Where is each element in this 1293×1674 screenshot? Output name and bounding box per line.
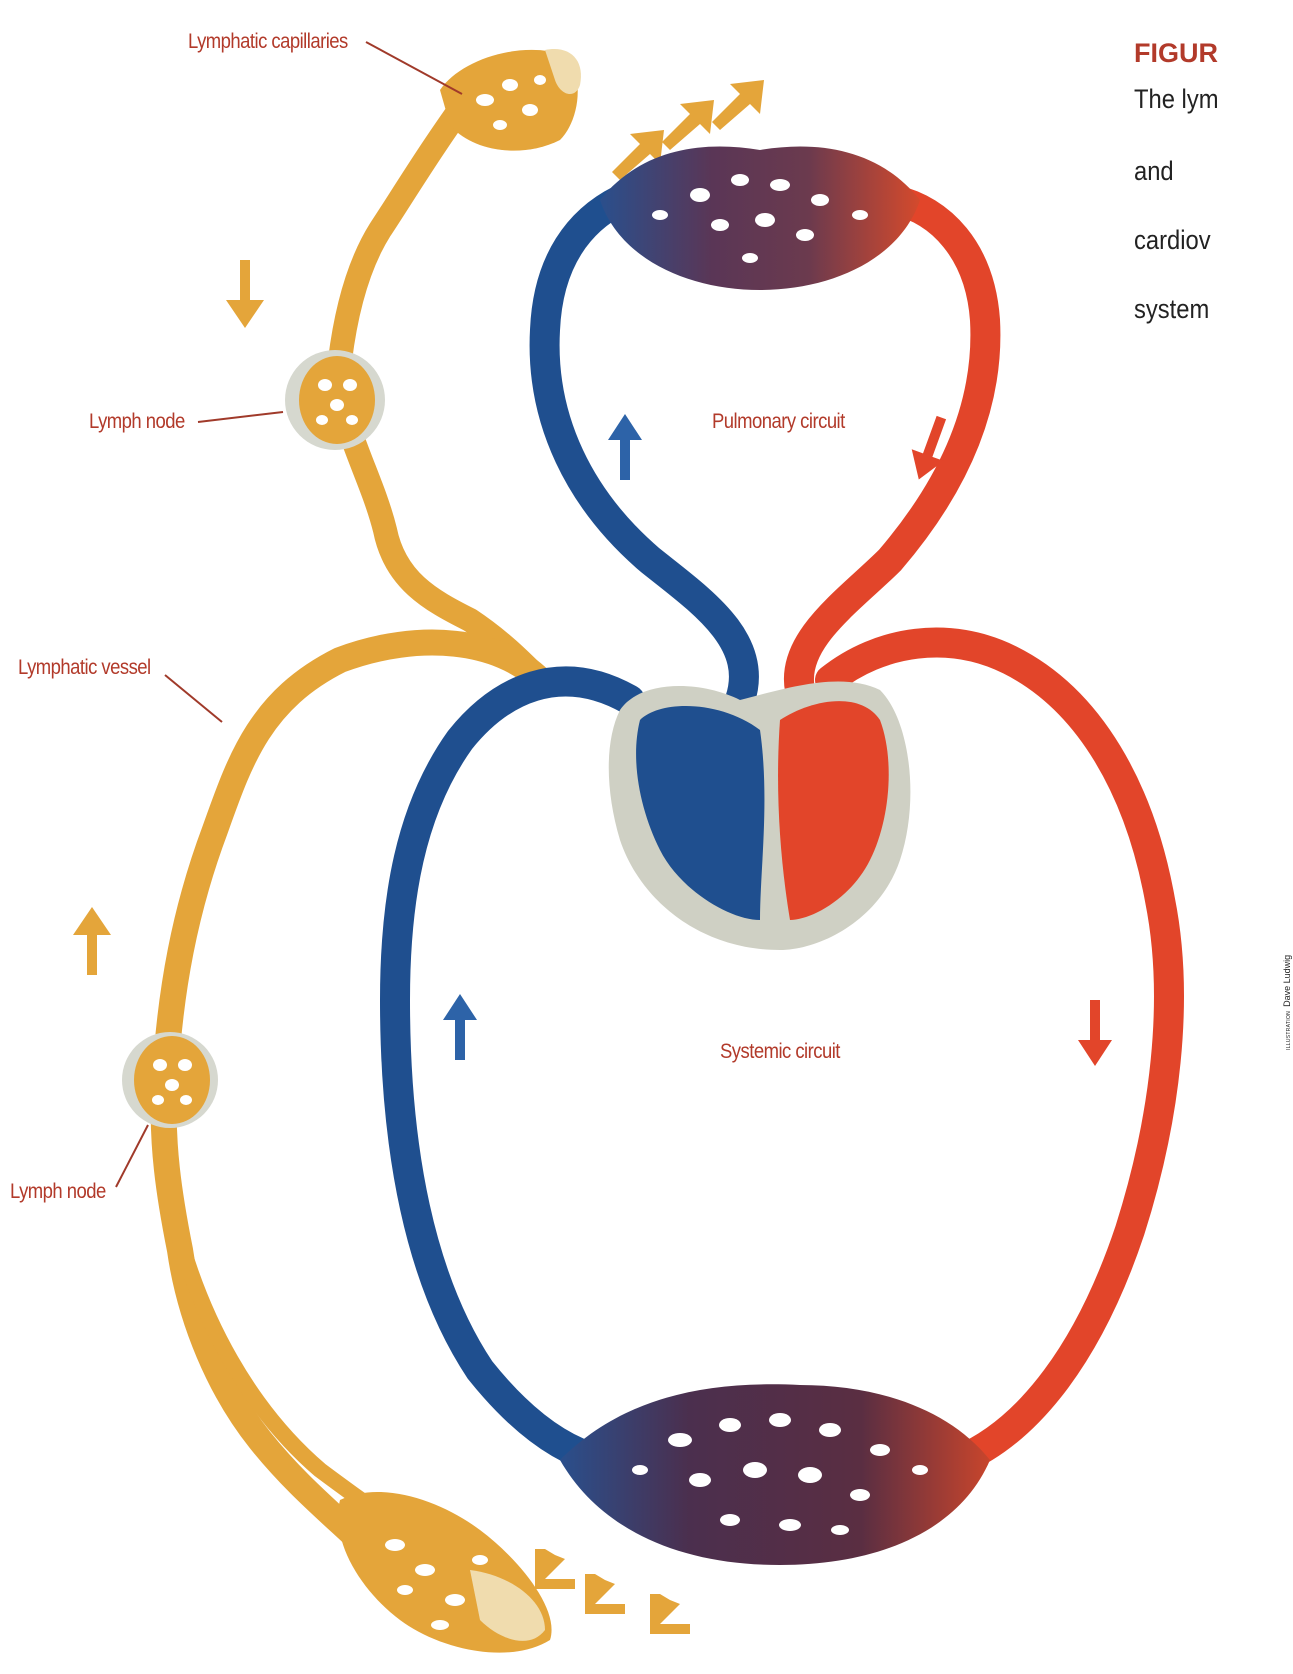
arrow-icon (650, 1594, 690, 1634)
label-lymph-node-lower: Lymph node (10, 1180, 106, 1204)
arrow-icon (662, 100, 714, 150)
arrow-icon (535, 1549, 575, 1589)
arrow-up-icon (443, 994, 477, 1060)
label-pulmonary-circuit: Pulmonary circuit (712, 410, 845, 434)
systemic-capillary-bed (560, 1384, 990, 1565)
caption-line: system (1134, 294, 1209, 325)
arrow-icon (73, 907, 111, 975)
lymph-vessel-long (164, 643, 540, 1560)
heart (609, 681, 911, 950)
pulmonary-capillary-bed (600, 147, 920, 290)
lymph-node-lower (122, 1032, 218, 1128)
lymphatic-capillary-bed-bottom (338, 1492, 551, 1653)
credit-name: Dave Ludwig (1282, 955, 1292, 1007)
caption-line: cardiov (1134, 225, 1211, 256)
label-lymphatic-capillaries: Lymphatic capillaries (188, 30, 348, 54)
credit-prefix: ILLUSTRATION (1286, 1011, 1292, 1050)
caption-line: The lym (1134, 84, 1219, 115)
arrow-icon (585, 1574, 625, 1614)
caption-line: and (1134, 156, 1174, 187)
lymphatic-capillary-bed-top (440, 49, 581, 151)
systemic-vein (395, 681, 630, 1460)
caption-title: FIGUR (1134, 38, 1218, 69)
arrow-down-icon (1078, 1000, 1112, 1066)
arrow-icon (712, 80, 764, 130)
arrow-icon (226, 260, 264, 328)
lymph-node-upper (285, 350, 385, 450)
label-lymphatic-vessel: Lymphatic vessel (18, 656, 151, 680)
cardiovascular-system (395, 147, 1169, 1565)
arrow-up-icon (608, 414, 642, 480)
label-lymph-node-upper: Lymph node (89, 410, 185, 434)
label-systemic-circuit: Systemic circuit (720, 1040, 840, 1064)
illustration-credit: ILLUSTRATION Dave Ludwig (1282, 955, 1292, 1050)
